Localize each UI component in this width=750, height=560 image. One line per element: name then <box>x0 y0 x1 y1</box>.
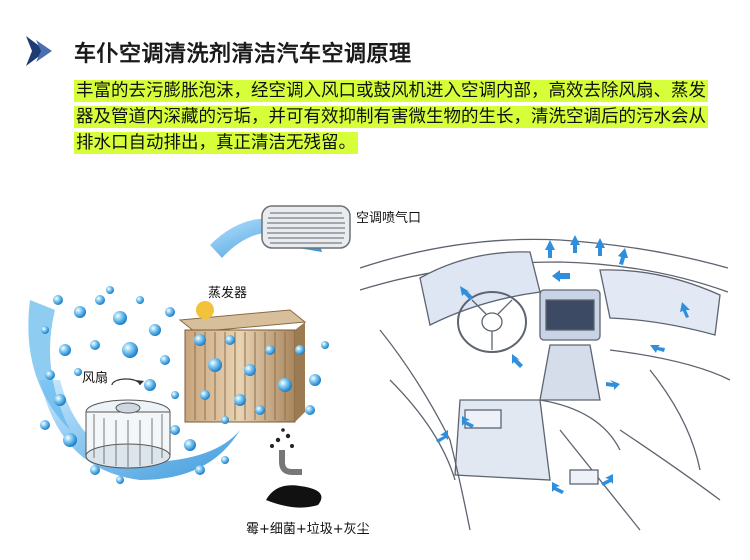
description-highlight: 丰富的去污膨胀泡沫，经空调入风口或鼓风机进入空调内部，高效去除风扇、蒸发器及管道… <box>74 80 708 154</box>
page-title: 车仆空调清洗剂清洁汽车空调原理 <box>74 42 412 67</box>
label-fan: 风扇 <box>82 371 109 386</box>
vent-grille-icon <box>261 205 351 249</box>
fan-wheel-icon <box>85 378 171 469</box>
label-vent: 空调喷气口 <box>356 211 422 226</box>
label-waste: 霉+细菌+垃圾+灰尘 <box>246 522 370 537</box>
airflow-arrows <box>436 235 690 494</box>
drain-pipe-icon <box>266 428 322 508</box>
label-evaporator: 蒸发器 <box>208 286 248 301</box>
foam-bubbles <box>40 286 329 484</box>
chevron-right-icon <box>26 36 52 66</box>
description-text: 丰富的去污膨胀泡沫，经空调入风口或鼓风机进入空调内部，高效去除风扇、蒸发器及管道… <box>74 78 714 156</box>
car-interior-illustration <box>359 238 731 531</box>
